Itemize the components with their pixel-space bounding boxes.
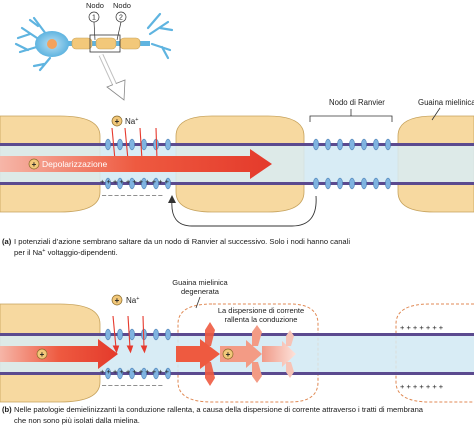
- sodium-channel: [385, 138, 391, 151]
- caption-a-line1: I potenziali d’azione sembrano saltare d…: [14, 237, 350, 246]
- sodium-channel: [117, 367, 123, 380]
- sodium-channel: [153, 177, 159, 190]
- nucleus: [47, 39, 57, 49]
- sodium-channel: [361, 177, 367, 190]
- sodium-channel: [141, 138, 147, 151]
- current-loop-arrow: [171, 195, 317, 227]
- sodium-channel: [337, 138, 343, 151]
- na-ion-icon: [111, 115, 123, 127]
- sodium-channel: [153, 328, 159, 341]
- dispersion-label-2: rallenta la conduzione: [225, 315, 298, 324]
- plus-charges-b-right: + + + + + + +: [400, 323, 444, 332]
- depolarization-label: Depolarizzazione: [42, 159, 107, 169]
- sodium-channel: [373, 177, 379, 190]
- sodium-channel: [385, 177, 391, 190]
- sodium-channel: [325, 177, 331, 190]
- svg-text:+: +: [40, 350, 45, 359]
- sodium-channel: [313, 177, 319, 190]
- sodium-channel: [141, 367, 147, 380]
- sodium-channel: [105, 328, 111, 341]
- sodium-channel: [349, 177, 355, 190]
- plus-charges-a: + + + + + + + + + + +: [100, 177, 170, 186]
- dispersion-label-1: La dispersione di corrente: [218, 306, 304, 315]
- sodium-channel: [141, 177, 147, 190]
- sodium-channel: [117, 138, 123, 151]
- node-label-2: Nodo: [113, 1, 131, 10]
- sodium-channel: [117, 177, 123, 190]
- na-channels-node-b: [105, 328, 171, 380]
- sodium-channel: [313, 138, 319, 151]
- minus-charges-b: – – – – – – – – – –: [102, 380, 163, 389]
- caption-a-line2: per il Na+ voltaggio-dipendenti.: [14, 248, 118, 257]
- membrane-bottom-b: [0, 372, 474, 375]
- sodium-channel: [129, 138, 135, 151]
- panel-b: + Na+ + + + + + + + + + + + + + – – – – …: [0, 278, 474, 403]
- sodium-channel: [165, 328, 171, 341]
- caption-b-line2: che non sono più isolati dalla mielina.: [14, 416, 140, 425]
- sodium-influx-arrows-b: [112, 315, 148, 354]
- na-label-b: Na+: [126, 296, 139, 305]
- sodium-channel: [105, 138, 111, 151]
- zoom-box: [89, 34, 121, 53]
- caption-a: (a) I potenziali d’azione sembrano salta…: [2, 237, 350, 257]
- node-number-2: 2: [119, 15, 123, 22]
- current-arrow-b2: [176, 339, 220, 369]
- sodium-channel: [373, 138, 379, 151]
- sodium-channel: [361, 138, 367, 151]
- na-channels-node-1: [105, 138, 171, 190]
- membrane-top-b: [0, 333, 474, 336]
- svg-text:+: +: [115, 296, 120, 305]
- sodium-channel: [337, 177, 343, 190]
- current-leak: [205, 322, 296, 386]
- node-number-1: 1: [92, 15, 96, 22]
- sodium-channel: [153, 367, 159, 380]
- sodium-channel: [105, 177, 111, 190]
- degenerated-myelin-b2: [177, 303, 319, 403]
- caption-a-letter: (a): [2, 237, 12, 246]
- degenerated-label-2: degenerata: [181, 287, 220, 296]
- na-label-a: Na+: [125, 117, 138, 126]
- sodium-channel: [129, 367, 135, 380]
- panel-a: + Na+ + Depolarizzazione + + + + + + + +…: [0, 98, 474, 227]
- caption-b-letter: (b): [2, 405, 12, 414]
- na-channels-node-2: [313, 138, 391, 190]
- degenerated-label-1: Guaina mielinica: [172, 278, 228, 287]
- node-of-ranvier-label: Nodo di Ranvier: [329, 98, 385, 107]
- sodium-channel: [105, 367, 111, 380]
- na-ion-icon-b: [111, 294, 123, 306]
- sodium-channel: [165, 138, 171, 151]
- current-arrow-b1: [0, 339, 118, 369]
- node-label-1: Nodo: [86, 1, 104, 10]
- caption-b: (b) Nelle patologie demielinizzanti la c…: [2, 405, 424, 425]
- sodium-channel: [165, 367, 171, 380]
- plus-charges-b-right-bottom: + + + + + + +: [400, 382, 444, 391]
- sodium-channel: [325, 138, 331, 151]
- depolarization-arrow: + Depolarizzazione: [0, 149, 272, 179]
- svg-text:+: +: [226, 350, 231, 359]
- svg-text:+: +: [115, 117, 120, 126]
- minus-charges-a: – – – – – – – – – –: [102, 190, 163, 199]
- plus-charges-b: + + + + + + + + + + +: [100, 367, 170, 376]
- caption-b-line1: Nelle patologie demielinizzanti la condu…: [14, 405, 424, 414]
- sodium-channel: [165, 177, 171, 190]
- node-bracket: [309, 115, 393, 122]
- sodium-channel: [129, 177, 135, 190]
- sodium-channel: [117, 328, 123, 341]
- sodium-channel: [129, 328, 135, 341]
- svg-text:+: +: [32, 160, 37, 169]
- sodium-channel: [349, 138, 355, 151]
- neuron-illustration: Nodo Nodo 1 2: [14, 1, 174, 101]
- myelin-sheath-label: Guaina mielinica: [418, 98, 474, 107]
- zoom-arrow: [98, 53, 126, 101]
